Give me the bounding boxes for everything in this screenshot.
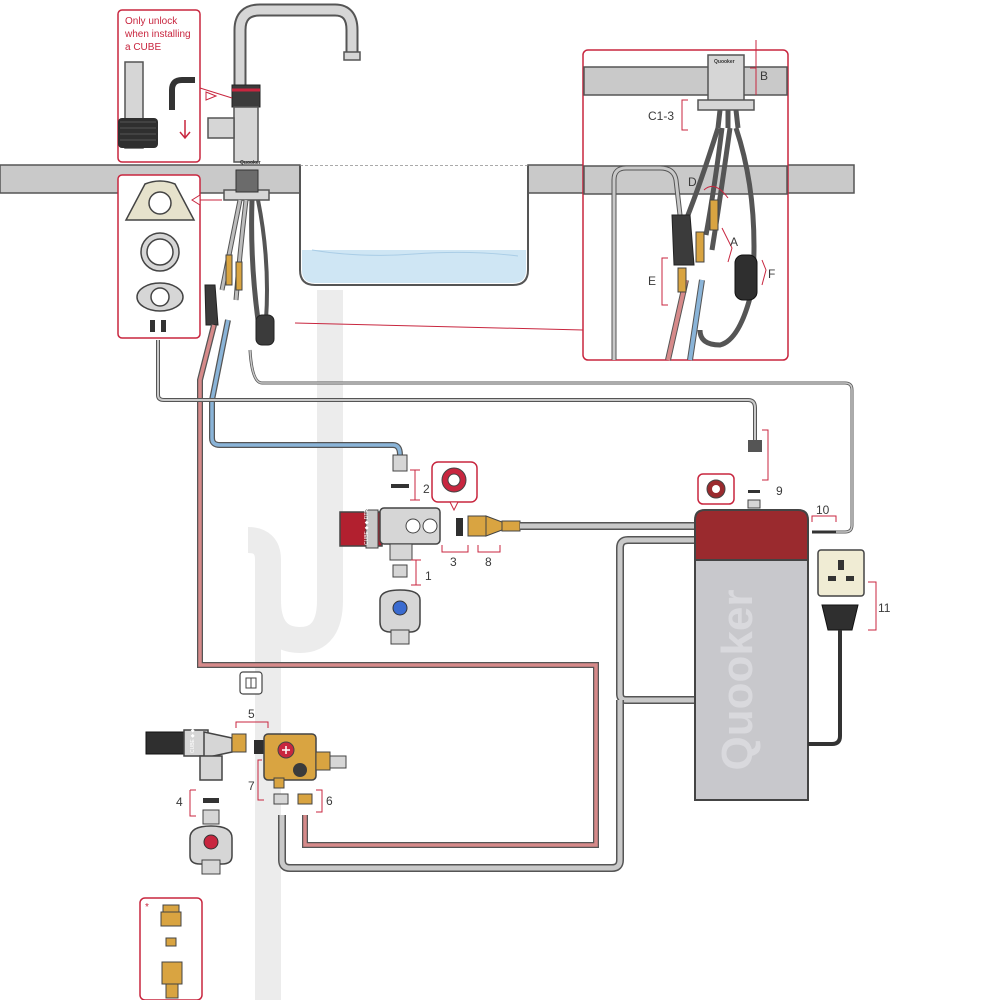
tank-brand-logo: Quooker (713, 590, 762, 771)
label-10: 10 (816, 503, 830, 517)
note-line-3: a CUBE (125, 42, 161, 53)
label-3: 3 (450, 555, 457, 569)
label-A: A (730, 235, 738, 249)
hot-valve-marking: CUBE ◆ ◆ DTR (190, 717, 196, 753)
inset-pointer-line (294, 322, 584, 331)
label-5: 5 (248, 707, 255, 721)
cold-valve-assembly: 2 CUBE ◆ ◆ DTR 3 8 1 (339, 454, 700, 645)
cold-water-pipe (209, 319, 403, 456)
power-socket: 11 (808, 549, 891, 746)
mounting-parts-panel (117, 174, 222, 339)
tap-hoses (204, 199, 275, 346)
optional-asterisk: * (145, 902, 149, 913)
drain-pipe (247, 290, 343, 1000)
label-E: E (648, 274, 656, 288)
hot-water-pipe (197, 324, 599, 848)
control-cable (156, 340, 854, 534)
label-6: 6 (326, 794, 333, 808)
quooker-tank: Quooker (278, 509, 809, 872)
sink-basin (299, 166, 529, 286)
inset-brand-text: Quooker (714, 59, 735, 65)
unlock-note-panel: Only unlock when installing a CUBE (117, 9, 233, 163)
label-B: B (760, 69, 768, 83)
optional-fittings-panel: * (139, 897, 203, 1000)
label-D: D (688, 175, 697, 189)
label-2: 2 (423, 482, 430, 496)
tank-accessories: 9 10 (697, 429, 837, 534)
note-line-1: Only unlock (125, 16, 178, 27)
label-4: 4 (176, 795, 183, 809)
label-8: 8 (485, 555, 492, 569)
label-F: F (768, 267, 775, 281)
detail-inset: Quooker B C1-3 D A E F (582, 40, 789, 361)
label-1: 1 (425, 569, 432, 583)
label-C1-3: C1-3 (648, 109, 674, 123)
quooker-tap: Quooker (207, 3, 361, 201)
label-11: 11 (878, 601, 891, 615)
valve-marking: CUBE ◆ ◆ DTR (364, 509, 370, 545)
hot-valve-assembly: 5 CUBE ◆ ◆ DTR 7 6 4 (145, 671, 347, 875)
label-9: 9 (776, 484, 783, 498)
label-7: 7 (248, 779, 255, 793)
tap-brand-text: Quooker (240, 160, 261, 166)
note-line-2: when installing (124, 29, 191, 40)
